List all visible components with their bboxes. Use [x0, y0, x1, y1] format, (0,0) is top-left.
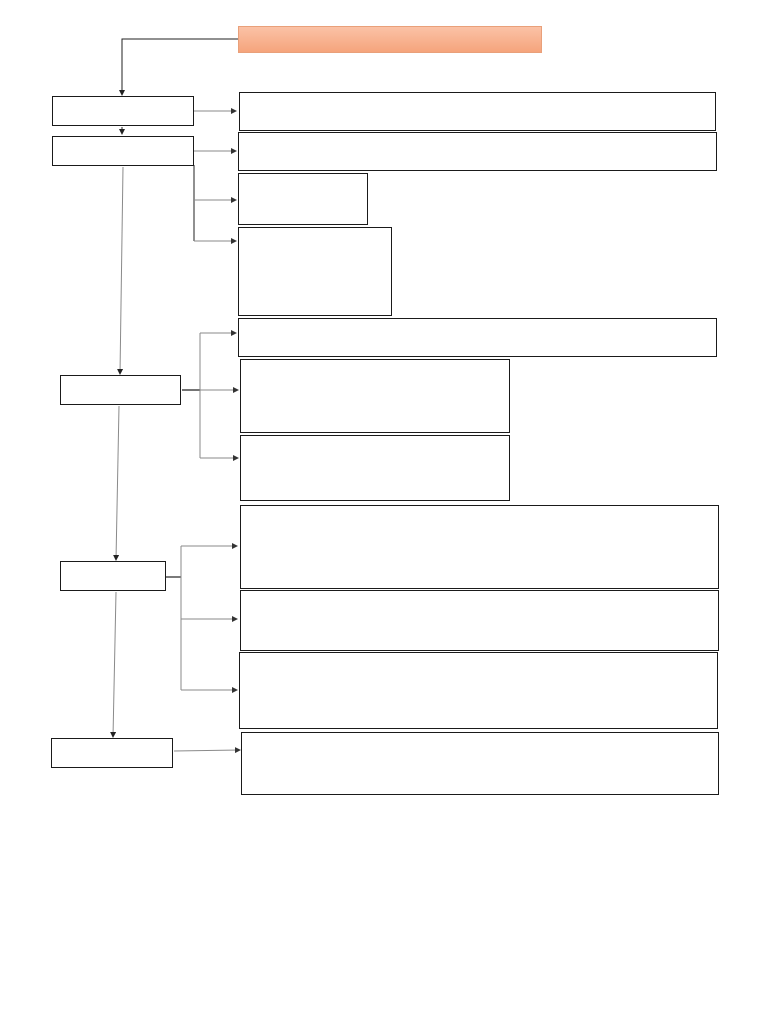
right-box-1-label	[474, 110, 482, 114]
left-box-1	[52, 96, 194, 126]
right-box-8-label	[476, 545, 484, 549]
left-box-2-label	[119, 149, 127, 153]
connector-left-5-to-right-11	[173, 747, 241, 754]
right-box-11-label	[476, 762, 484, 766]
right-box-9-label	[476, 619, 484, 623]
connector-left-3-to-left-4	[113, 405, 120, 561]
right-box-3-label	[299, 197, 307, 201]
left-box-2	[52, 136, 194, 166]
right-box-9	[240, 590, 719, 651]
connector-left-4-to-left-5	[110, 591, 117, 738]
right-box-2-label	[474, 150, 482, 154]
right-box-5	[238, 318, 717, 357]
left-box-4-label	[109, 574, 117, 578]
title-box-label	[386, 38, 394, 42]
connector-title-to-left-1	[119, 38, 239, 96]
left-box-3-label	[117, 388, 125, 392]
left-box-5-label	[108, 751, 116, 755]
right-box-10-label	[475, 689, 483, 693]
right-box-7	[240, 435, 510, 501]
right-box-4	[238, 227, 392, 316]
right-box-5-label	[474, 336, 482, 340]
right-box-10	[239, 652, 718, 729]
left-box-5	[51, 738, 173, 768]
right-box-2	[238, 132, 717, 171]
left-box-1-label	[119, 109, 127, 113]
left-box-3	[60, 375, 181, 405]
right-box-8	[240, 505, 719, 589]
title-box	[238, 26, 542, 53]
right-box-6-label	[371, 394, 379, 398]
right-box-1	[239, 92, 716, 131]
left-box-4	[60, 561, 166, 591]
right-box-11	[241, 732, 719, 795]
connector-left-2-to-left-3	[117, 166, 124, 375]
right-box-7-label	[371, 466, 379, 470]
right-box-3	[238, 173, 368, 225]
right-box-6	[240, 359, 510, 433]
right-box-4-label	[311, 270, 319, 274]
